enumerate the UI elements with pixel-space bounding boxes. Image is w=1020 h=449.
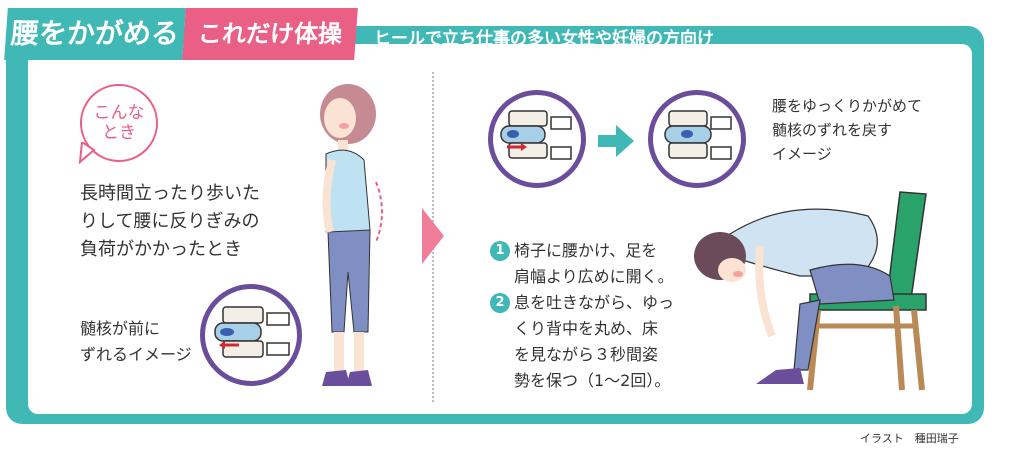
illustration-credit: イラスト 種田瑞子 <box>860 432 959 445</box>
teal-arrow-icon <box>598 125 634 157</box>
step-number: 2 <box>490 293 510 313</box>
situation-text: 長時間立ったり歩いた りして腰に反りぎみの 負荷がかかったとき <box>80 180 280 264</box>
step-2: 2 息を吐きながら、ゆっ くり背中を丸め、床 を見ながら３秒間姿 勢を保つ（1〜… <box>490 290 690 394</box>
step-number: 1 <box>490 241 510 261</box>
disc-caption-line: ずれるイメージ <box>80 345 192 364</box>
step-1: 1 椅子に腰かけ、足を 肩幅より広めに開く。 <box>490 238 690 290</box>
exercise-tab: これだけ体操 <box>182 8 358 60</box>
correction-caption-line: 腰をゆっくりかがめて <box>772 97 923 115</box>
step-line: を見ながら３秒間姿 <box>514 345 659 364</box>
disc-after-diagram <box>648 90 746 188</box>
flow-arrow <box>422 208 444 264</box>
disc-after-illustration <box>664 110 732 160</box>
disc-caption: 髄核が前に ずれるイメージ <box>80 316 210 368</box>
step-line: 椅子に腰かけ、足を <box>514 241 658 260</box>
disc-before-illustration <box>500 110 572 160</box>
step-line: 勢を保つ（1〜2回）。 <box>514 371 671 390</box>
exercise-steps: 1 椅子に腰かけ、足を 肩幅より広めに開く。 2 息を吐きながら、ゆっ くり背中… <box>490 238 690 394</box>
disc-caption-line: 髄核が前に <box>80 319 161 338</box>
situation-line: りして腰に反りぎみの <box>80 211 260 232</box>
title-tab: 腰をかがめる <box>4 8 186 60</box>
disc-shifted-illustration <box>214 306 290 358</box>
correction-caption-line: イメージ <box>772 145 832 163</box>
situation-bubble: こんな とき <box>80 84 158 162</box>
target-subtitle: ヒールで立ち仕事の多い女性や妊婦の方向け <box>374 29 714 49</box>
step-line: 息を吐きながら、ゆっ <box>514 293 675 312</box>
bubble-line: こんな <box>93 103 145 123</box>
situation-line: 負荷がかかったとき <box>80 239 242 260</box>
seated-bending-woman-illustration <box>694 191 927 391</box>
correction-caption-line: 髄核のずれを戻す <box>772 121 893 139</box>
correction-caption: 腰をゆっくりかがめて 髄核のずれを戻す イメージ <box>772 94 922 166</box>
bubble-line: とき <box>102 123 136 143</box>
bubble-tail <box>78 142 96 164</box>
step-line: 肩幅より広めに開く。 <box>514 267 674 286</box>
standing-woman-illustration <box>320 84 383 386</box>
situation-line: 長時間立ったり歩いた <box>80 183 260 204</box>
step-line: くり背中を丸め、床 <box>514 319 659 338</box>
